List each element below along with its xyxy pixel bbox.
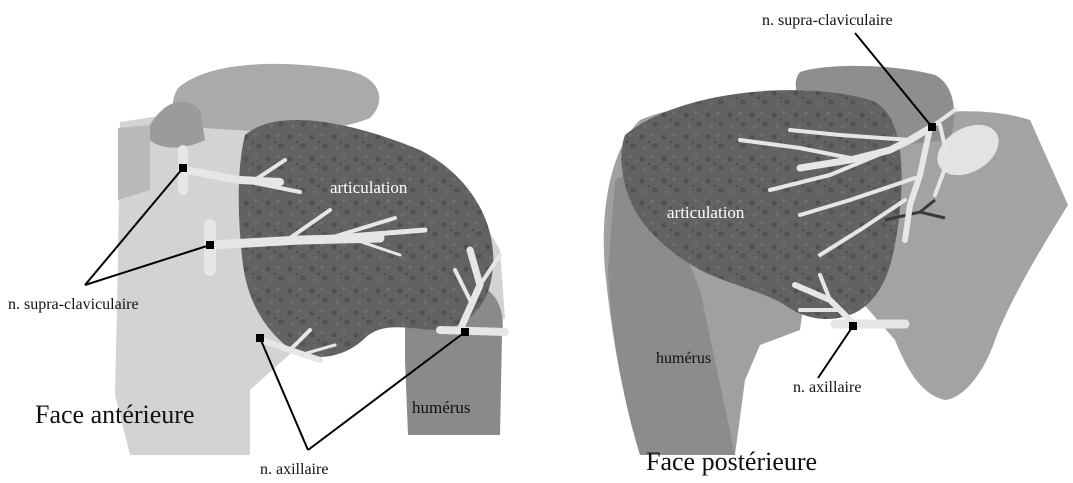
anterior-scapula-edge xyxy=(118,125,150,200)
posterior-supraclavicular-label: n. supra-claviculaire xyxy=(762,12,893,29)
posterior-joint-label: articulation xyxy=(667,203,745,222)
anterior-view-title: Face antérieure xyxy=(35,400,195,429)
anterior-coracoid xyxy=(150,102,205,148)
anterior-supraclavicular-label: n. supra-claviculaire xyxy=(8,296,139,313)
posterior-view: n. supra-claviculaire articulation humér… xyxy=(604,12,1068,476)
posterior-axillary-label: n. axillaire xyxy=(793,379,861,396)
anterior-acromion xyxy=(173,64,379,131)
anterior-axillary-label: n. axillaire xyxy=(260,461,328,478)
anterior-humerus-label: humérus xyxy=(412,398,471,417)
posterior-view-title: Face postérieure xyxy=(646,447,817,476)
anterior-joint-label: articulation xyxy=(330,178,408,197)
posterior-axillary-leader xyxy=(818,322,857,378)
posterior-humerus-label: humérus xyxy=(656,350,711,367)
anterior-view: articulation humérus n. supra-claviculai… xyxy=(8,64,505,478)
